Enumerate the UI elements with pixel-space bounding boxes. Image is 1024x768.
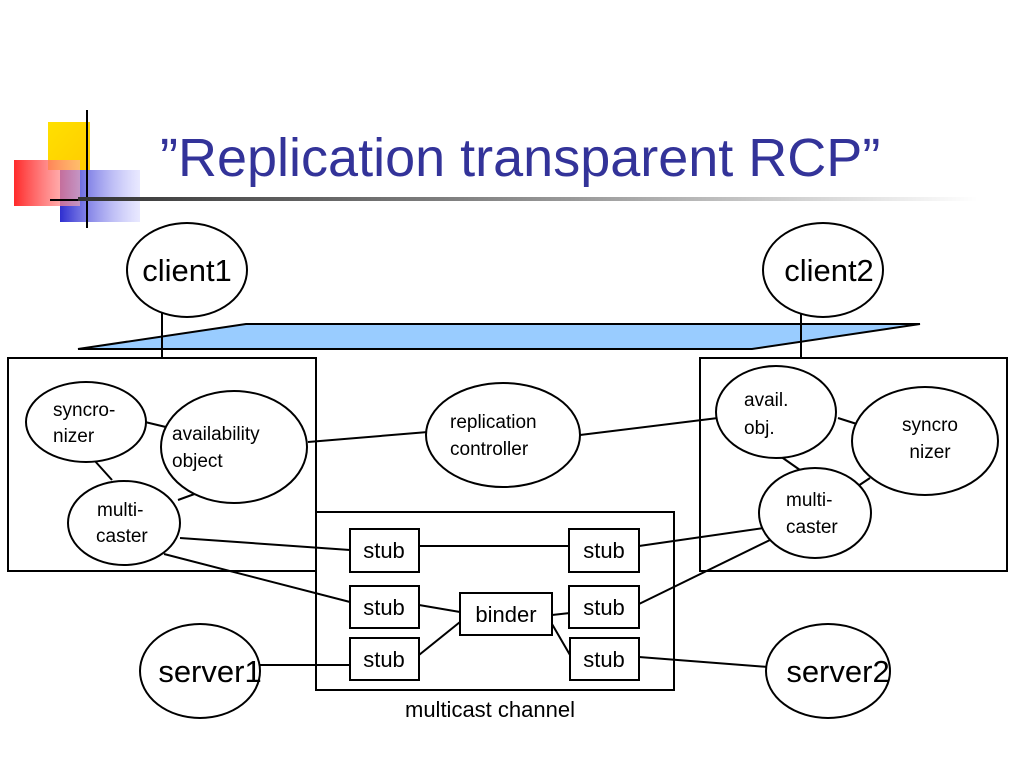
left-multicaster-label-line2: caster — [96, 526, 148, 547]
stub-box-6 — [569, 637, 640, 681]
left-syncronizer-node — [25, 381, 147, 463]
right-availability-label-line2: obj. — [744, 418, 775, 439]
right-node-box — [699, 357, 1008, 572]
left-availability-label-line2: object — [172, 451, 223, 472]
replication-controller-node — [425, 382, 581, 488]
client1-node — [126, 222, 248, 318]
left-multicaster-label-line1: multi- — [97, 500, 143, 521]
stub-label-1: stub — [363, 538, 405, 563]
left-syncronizer-label-line1: syncro- — [53, 400, 115, 421]
replication-controller-label-line1: replication — [450, 412, 537, 433]
title-underline — [78, 197, 978, 201]
stub-label-4: stub — [583, 595, 625, 620]
server2-label: server2 — [786, 654, 889, 689]
right-multicaster-label-line2: caster — [786, 517, 838, 538]
left-syncronizer-label-line2: nizer — [53, 426, 95, 447]
right-multicaster-label-line1: multi- — [786, 490, 832, 511]
binder-box — [459, 592, 553, 636]
stub-label-2: stub — [583, 538, 625, 563]
client1-label: client1 — [142, 253, 232, 288]
right-multicaster-node — [758, 467, 872, 559]
stub-box-3 — [349, 585, 420, 629]
binder-label: binder — [475, 602, 536, 627]
stub-box-4 — [568, 585, 640, 629]
right-availability-object-node — [715, 365, 837, 459]
left-availability-object-node — [160, 390, 308, 504]
stub-box-2 — [568, 528, 640, 573]
stub-label-5: stub — [363, 647, 405, 672]
multicast-channel-label: multicast channel — [405, 697, 575, 722]
client2-node — [762, 222, 884, 318]
group-bus-band — [77, 323, 921, 350]
multicast-channel-box — [315, 511, 675, 691]
slide-logo — [14, 110, 140, 228]
right-syncronizer-label-line1: syncro — [902, 415, 958, 436]
stub-label-3: stub — [363, 595, 405, 620]
slide-title: ”Replication transparent RCP” — [160, 128, 881, 188]
right-syncronizer-node — [851, 386, 999, 496]
connection-lines — [93, 310, 871, 668]
logo-red-square — [14, 160, 80, 206]
server2-node — [765, 623, 891, 719]
left-multicaster-node — [67, 480, 181, 566]
replication-controller-label-line2: controller — [450, 439, 529, 460]
right-syncronizer-label-line2: nizer — [909, 442, 951, 463]
server1-node — [139, 623, 261, 719]
server1-label: server1 — [158, 654, 261, 689]
stub-label-6: stub — [583, 647, 625, 672]
client2-label: client2 — [784, 253, 874, 288]
right-availability-label-line1: avail. — [744, 390, 788, 411]
stub-box-1 — [349, 528, 420, 573]
left-availability-label-line1: availability — [172, 424, 260, 445]
stub-box-5 — [349, 637, 420, 681]
